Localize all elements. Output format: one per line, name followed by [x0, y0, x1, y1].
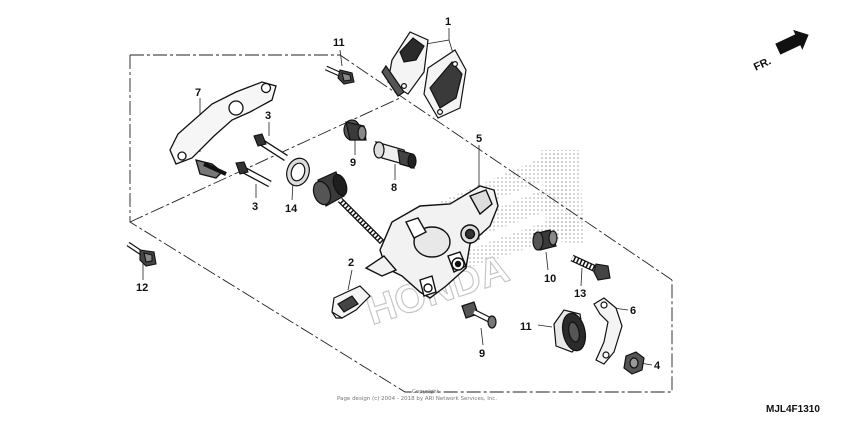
callout-7: 8	[391, 182, 397, 194]
slide-pin	[312, 171, 385, 245]
boot-lower	[532, 229, 558, 251]
callout-5: 7	[195, 87, 201, 99]
callout-1: 1	[445, 16, 451, 28]
callout-12: 13	[574, 288, 586, 300]
diagram-code: MJL4F1310	[766, 404, 820, 415]
caliper-bracket	[169, 81, 277, 179]
pad-spring	[331, 285, 371, 319]
callout-2: 2	[348, 257, 354, 269]
copyright-title: Copyright	[412, 389, 439, 395]
hose-clamp-plate	[593, 297, 623, 365]
callout-3b: 3	[252, 201, 258, 213]
bolt-lower	[126, 241, 157, 267]
bolt-upper	[324, 65, 355, 85]
callout-3a: 3	[265, 110, 271, 122]
bolt-12	[570, 254, 611, 281]
seal-ring	[286, 157, 310, 187]
callout-10: 11	[520, 321, 532, 333]
callout-9b: 10	[544, 273, 556, 285]
callout-9a: 9	[350, 157, 356, 169]
callout-11b: 12	[136, 282, 148, 294]
pad-pin-upper	[253, 133, 288, 161]
callout-14: 14	[285, 203, 298, 215]
bleed-valve	[461, 301, 497, 329]
callout-4: 5	[476, 133, 482, 145]
callout-13: 4	[654, 360, 661, 372]
pad-pin-lower	[235, 161, 272, 188]
callout-labels: 1 11 7 3 5 9 8 3 14 2 10 12 13 6 11 9 4	[136, 16, 661, 372]
nut-13	[623, 351, 645, 375]
fr-label: FR.	[752, 55, 773, 73]
front-direction-indicator: FR.	[752, 29, 809, 74]
caliper-body	[364, 185, 499, 299]
boot-upper	[343, 119, 367, 141]
copyright-line: Page design (c) 2004 - 2018 by ARI Netwo…	[337, 396, 498, 402]
brake-pads	[381, 31, 467, 119]
callout-8: 9	[479, 348, 485, 360]
callout-6: 6	[630, 305, 636, 317]
piston	[553, 309, 587, 353]
slide-collar	[373, 141, 417, 169]
callout-11a: 11	[333, 37, 345, 49]
assembly-boundary	[129, 54, 673, 393]
